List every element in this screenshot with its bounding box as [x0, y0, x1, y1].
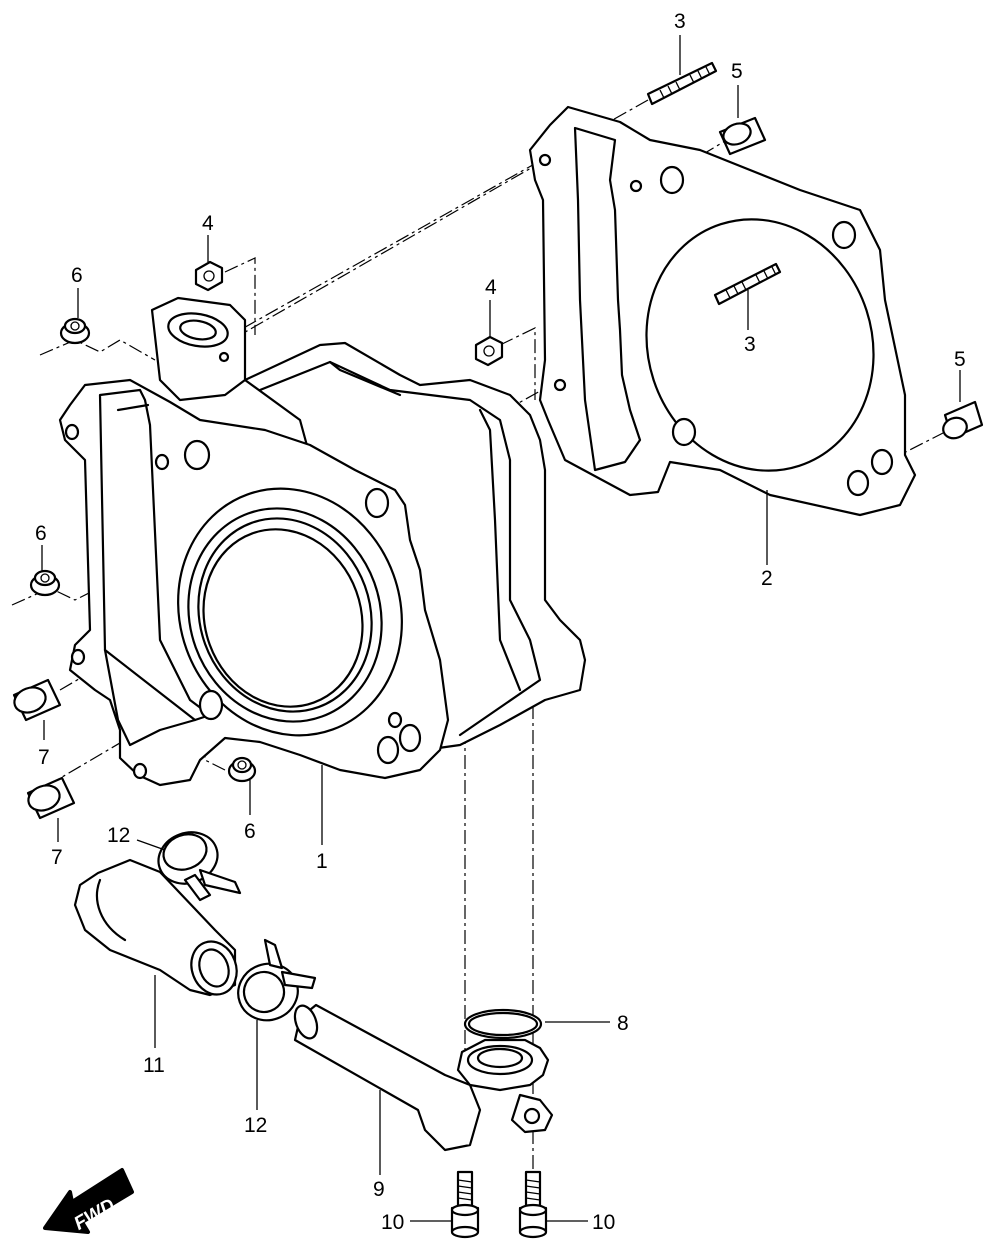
- callout-3-lower: 3: [744, 333, 756, 356]
- dowel-part-7-lower: [26, 776, 76, 820]
- callout-4-lower: 4: [485, 276, 497, 299]
- flange-nut-part-6-upper: [59, 317, 91, 345]
- callout-6-middle: 6: [35, 522, 47, 545]
- dowel-part-5-lower: [942, 400, 984, 440]
- callout-7-lower: 7: [51, 846, 63, 869]
- fwd-arrow-icon: FWD: [43, 1168, 134, 1235]
- clamp-part-12-lower: [237, 938, 317, 1022]
- callout-12-upper: 12: [107, 824, 130, 847]
- callout-1: 1: [316, 850, 328, 873]
- stud-part-3-upper: [646, 61, 718, 106]
- callout-12-lower: 12: [244, 1114, 267, 1137]
- callout-6-lower: 6: [244, 820, 256, 843]
- callout-5-upper: 5: [731, 60, 743, 83]
- callout-3-upper: 3: [674, 10, 686, 33]
- callout-8: 8: [617, 1012, 629, 1035]
- o-ring-part-8: [463, 1008, 543, 1040]
- bolt-part-10-left: [450, 1170, 480, 1239]
- nut-part-4-upper: [194, 260, 224, 292]
- callout-7-upper: 7: [38, 746, 50, 769]
- water-pipe-part-9: [293, 1003, 554, 1152]
- hose-part-11: [73, 858, 238, 997]
- callout-5-lower: 5: [954, 348, 966, 371]
- callout-4-upper: 4: [202, 212, 214, 235]
- dowel-part-5-upper: [718, 116, 767, 156]
- bolt-part-10-right: [518, 1170, 548, 1239]
- leader-lines: [41, 35, 961, 1222]
- dowel-part-7-upper: [12, 678, 62, 722]
- callout-11: 11: [143, 1054, 165, 1077]
- flange-nut-part-6-lower: [227, 756, 257, 783]
- callout-labels: 1 2 3 3 4 4 5 5 6 6 6 7 7 8 9 10 10 11 1…: [35, 10, 966, 1234]
- nut-part-4-lower: [474, 335, 504, 367]
- cylinder-part-1: [58, 296, 587, 787]
- flange-nut-part-6-middle: [29, 569, 61, 597]
- callout-9: 9: [373, 1178, 385, 1201]
- stud-part-3-lower: [713, 262, 782, 306]
- callout-10-right: 10: [592, 1211, 615, 1234]
- gasket-part-2: [528, 105, 917, 517]
- callout-10-left: 10: [381, 1211, 404, 1234]
- callout-6-upper: 6: [71, 264, 83, 287]
- callout-2: 2: [761, 567, 773, 590]
- clamp-part-12-upper: [157, 831, 242, 902]
